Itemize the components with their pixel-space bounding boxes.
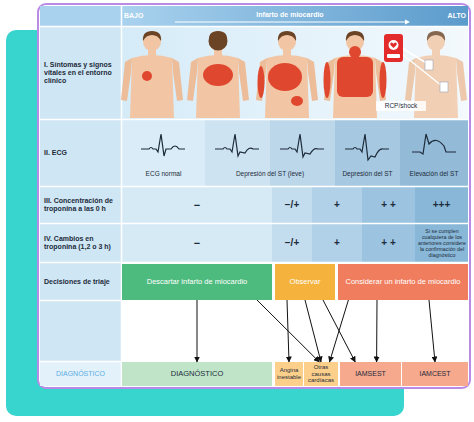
ecg-traces — [141, 134, 456, 160]
patient-figure — [187, 31, 249, 118]
ecg-trace — [345, 134, 389, 160]
scale-end: BAJO — [124, 8, 164, 24]
ecg-trace — [141, 134, 185, 156]
electrode-pad — [425, 60, 433, 70]
symptoms-row — [122, 27, 468, 119]
row-header-column — [40, 6, 121, 386]
grid-lines — [40, 6, 468, 386]
severity-arrowhead — [405, 20, 410, 25]
pain-area — [291, 96, 303, 106]
diagnosis-box: IAMCEST — [402, 362, 468, 386]
table-cell: + + — [362, 187, 415, 223]
table-cell: −/+ — [272, 224, 312, 262]
electrode-pad — [440, 82, 448, 92]
node-text: Otras causas cardíacas — [305, 364, 337, 384]
ecg-trace — [412, 134, 456, 154]
table-cell: + + — [362, 224, 415, 262]
node-text: Observar — [290, 278, 321, 286]
pain-area — [324, 62, 331, 98]
pain-area — [203, 64, 233, 86]
patient-figures — [121, 31, 467, 118]
patient-figure — [256, 31, 318, 118]
triage-box: Descartar infarto de miocardio — [122, 264, 272, 300]
row-header: IV. Cambios en troponina (1,2 o 3 h) — [44, 224, 119, 262]
table-cell: − — [122, 224, 272, 262]
table-cell: +++ — [415, 187, 468, 223]
flow-arrow — [376, 300, 377, 362]
troponin-cells — [122, 187, 468, 262]
ecg-label: ECG normal — [122, 166, 205, 182]
row-header: Decisiones de triaje — [44, 264, 119, 300]
row-header: I. Síntomas y signos vitales en el entor… — [44, 27, 119, 119]
hair-back — [209, 32, 228, 51]
triage-box: Observar — [275, 264, 335, 300]
flow-arrow — [287, 300, 289, 362]
defibrillator — [384, 34, 403, 62]
diagnosis-header-cell — [40, 362, 121, 386]
defibrillator-wire — [402, 48, 428, 64]
flow-arrow — [197, 300, 198, 362]
flow-arrow — [429, 300, 435, 362]
table-cell: − — [122, 187, 272, 223]
diagnosis-box: DIAGNÓSTICO — [122, 362, 272, 386]
pain-area — [337, 57, 373, 97]
table-cell: + — [312, 224, 362, 262]
node-text: IAMSEST — [355, 370, 386, 378]
patient-figure — [121, 31, 183, 118]
severity-arrow — [175, 22, 405, 23]
diagnosis-box: Otras causas cardíacas — [304, 362, 338, 386]
node-text: IAMCEST — [419, 370, 450, 378]
ecg-cells — [122, 120, 468, 186]
scale-end: ALTO — [420, 8, 466, 24]
row-header: DIAGNÓSTICO — [40, 362, 121, 386]
pain-area — [380, 62, 387, 98]
node-text: Angina inestable — [276, 367, 302, 380]
defibrillator-dial — [389, 40, 399, 50]
pain-area — [268, 63, 302, 91]
flow-arrow — [330, 300, 349, 362]
pain-area — [349, 46, 361, 58]
row-header: II. ECG — [44, 120, 119, 186]
heart-icon — [390, 43, 397, 49]
triage-box: Considerar un infarto de miocardio — [338, 264, 468, 300]
defibrillator-button — [387, 54, 400, 58]
defibrillator-wire — [402, 54, 442, 86]
device-label: RCP/shock — [376, 101, 426, 111]
panel-frame — [38, 4, 470, 388]
ecg-trace — [280, 134, 324, 157]
diagnosis-box: IAMSEST — [340, 362, 401, 386]
diagnosis-box: Angina inestable — [275, 362, 303, 386]
table-cell: −/+ — [272, 187, 312, 223]
flow-arrow — [305, 300, 321, 362]
table-note: Si se cumplen cualquiera de los anterior… — [416, 224, 468, 262]
row-header: III. Concentración de troponina a las 0 … — [44, 187, 119, 223]
pain-area — [142, 71, 152, 81]
ecg-label: Depresión del ST (leve) — [205, 166, 335, 182]
scale-title: Infarto de miocardio — [240, 5, 340, 25]
table-cell: + — [312, 187, 362, 223]
node-text: Descartar infarto de miocardio — [147, 278, 247, 286]
node-text: Considerar un infarto de miocardio — [345, 278, 460, 286]
ecg-label: Elevación del ST — [400, 166, 468, 182]
flow-arrow — [257, 300, 319, 362]
header-corner — [40, 6, 121, 26]
severity-header — [122, 6, 468, 26]
ecg-label: Depresión del ST — [335, 166, 400, 182]
ecg-trace — [215, 134, 259, 156]
node-text: DIAGNÓSTICO — [171, 370, 224, 378]
pain-area — [258, 66, 265, 98]
flow-arrow — [323, 300, 355, 362]
